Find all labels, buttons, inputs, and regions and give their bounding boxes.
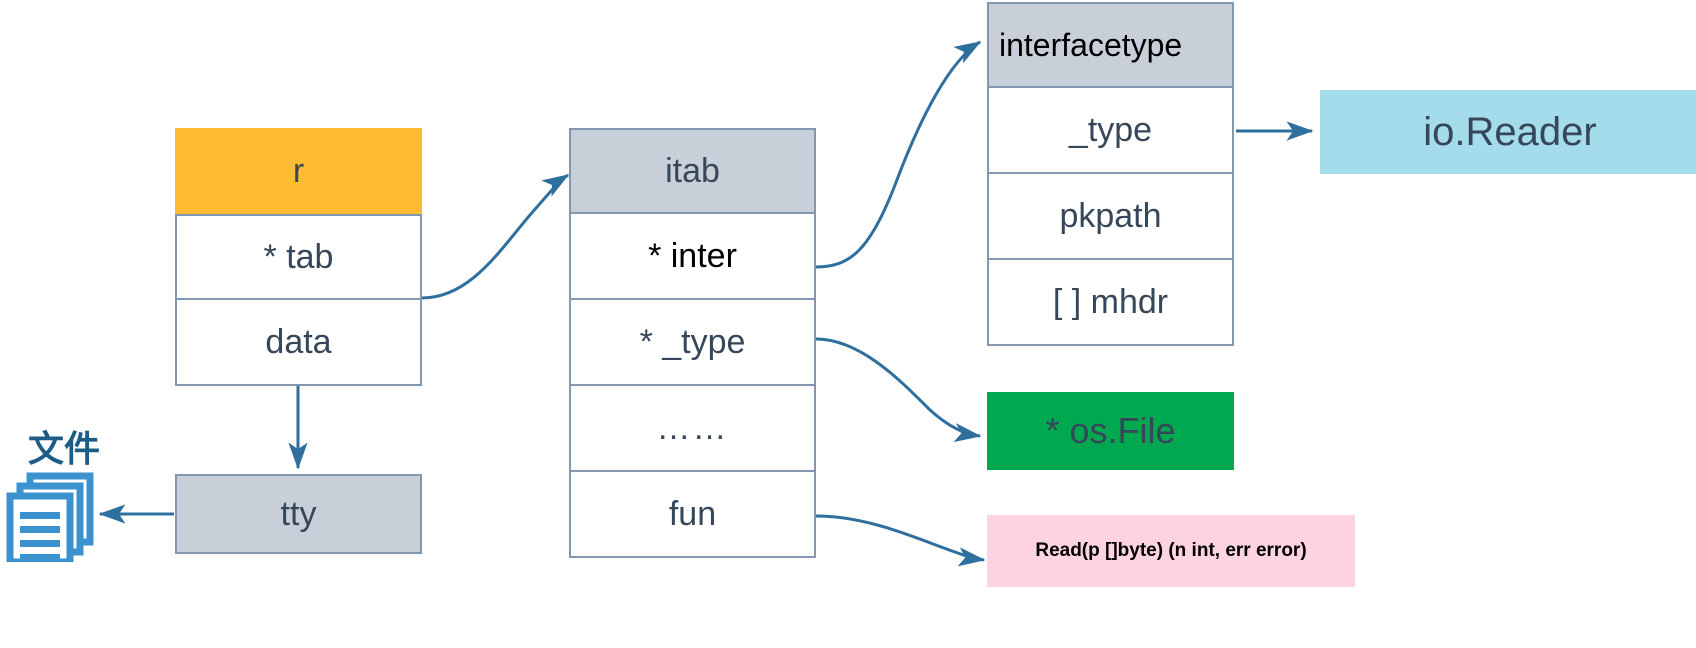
io-reader-box[interactable]: io.Reader [1320,90,1696,174]
read-signature-box[interactable]: Read(p []byte) (n int, err error) [987,515,1355,587]
interfacetype-struct: interfacetype _type pkpath [ ] mhdr [987,2,1234,346]
arrow-tab-to-itab [421,173,570,300]
interfacetype-row-type[interactable]: _type [987,88,1234,174]
iface-row-tab[interactable]: * tab [175,214,422,300]
interfacetype-row-pkpath[interactable]: pkpath [987,174,1234,260]
itab-row-inter[interactable]: * inter [569,214,816,300]
arrow-type-to-osfile [815,337,982,443]
iface-row-data[interactable]: data [175,300,422,386]
iface-struct: r * tab data [175,128,422,386]
documents-stack-icon [6,472,94,562]
file-label: 文件 [28,428,101,469]
itab-row-ellipsis[interactable]: …… [569,386,816,472]
arrow-fun-to-signature [815,514,986,567]
itab-row-fun[interactable]: fun [569,472,816,558]
itab-header: itab [569,128,816,214]
os-file-box[interactable]: * os.File [987,392,1234,470]
arrow-inter-to-interfacetype [815,40,982,269]
interfacetype-row-mhdr[interactable]: [ ] mhdr [987,260,1234,346]
tty-box[interactable]: tty [175,474,422,554]
itab-row-type[interactable]: * _type [569,300,816,386]
iface-header: r [175,128,422,214]
interfacetype-header: interfacetype [987,2,1234,88]
itab-struct: itab * inter * _type …… fun [569,128,816,558]
